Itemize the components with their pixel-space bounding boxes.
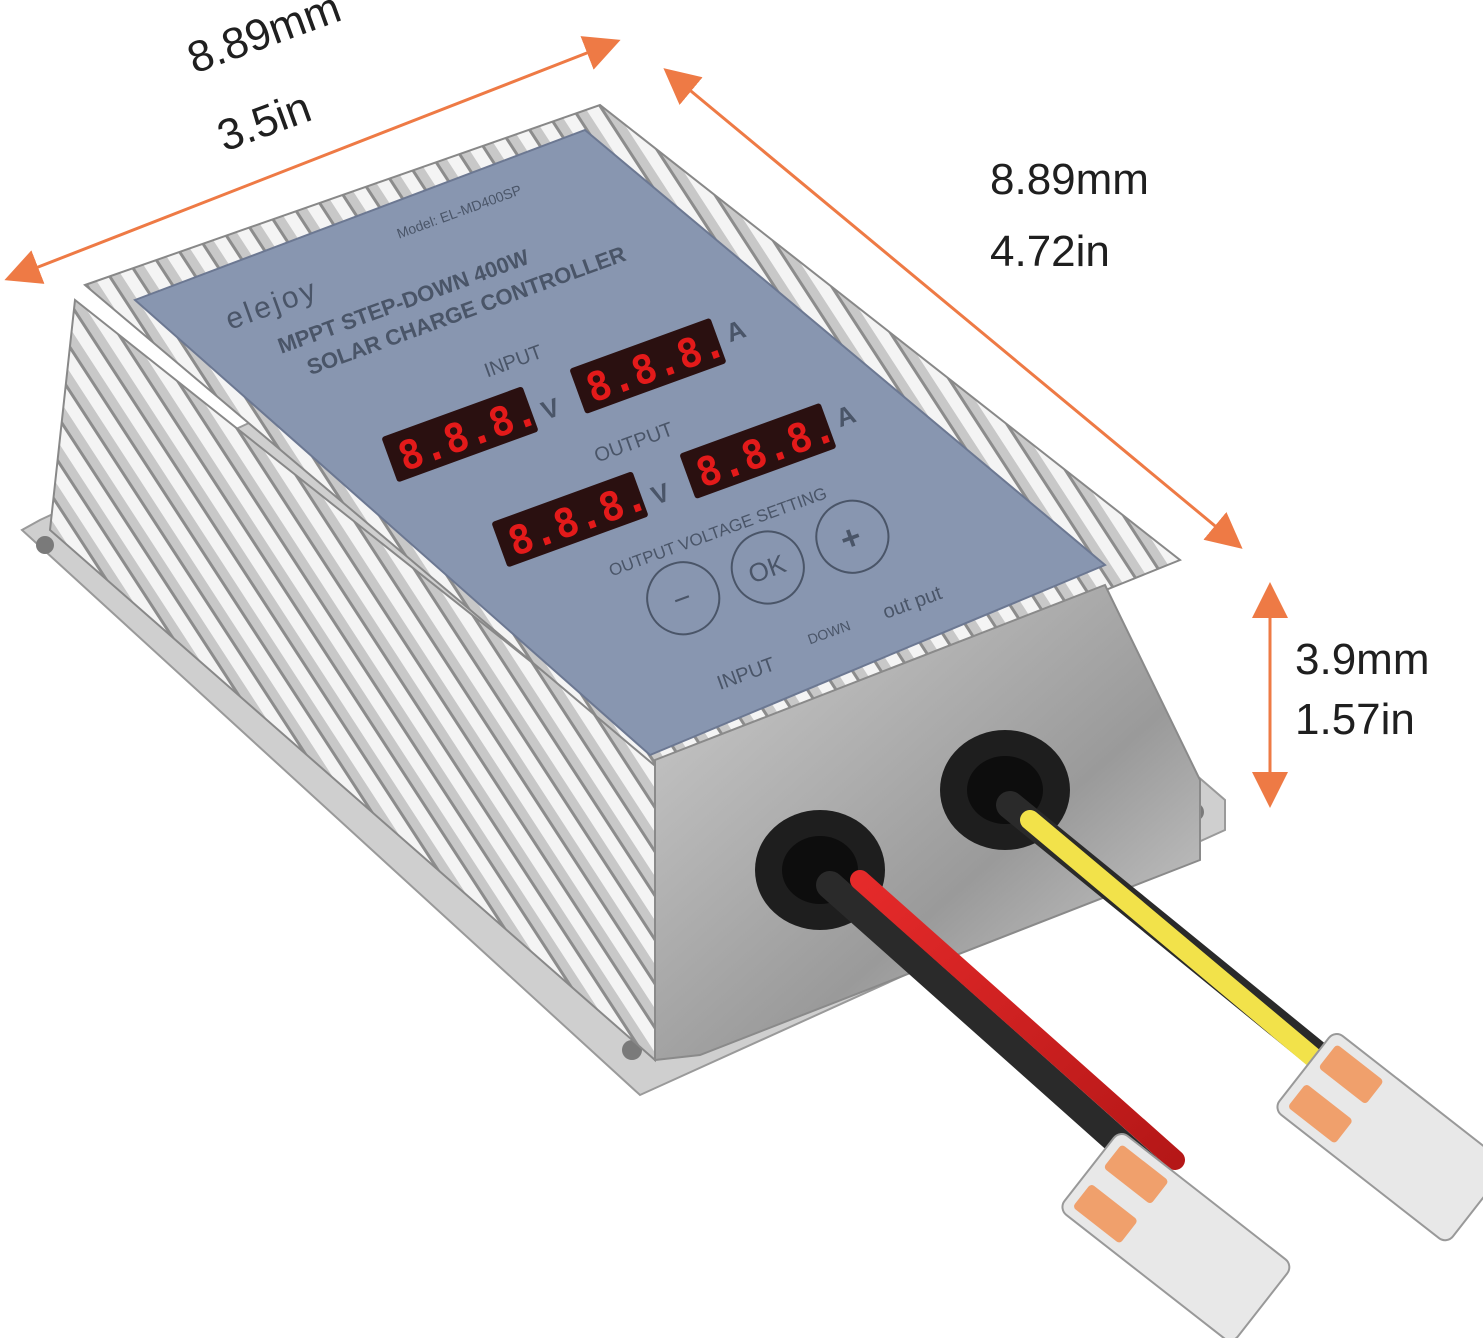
mount-hole [36,536,54,554]
front-face [654,583,1201,1062]
output-wire-connector [1276,1033,1483,1242]
input-wire-black [816,871,1164,1184]
width-mm-label: 8.89mm [990,155,1149,204]
width-dimension-arrow [663,68,1243,549]
output-wire-yellow [1020,810,1350,1090]
length-dimension-arrow [4,36,621,284]
height-in-label: 1.57in [1295,695,1415,744]
input-wire-red [850,870,1185,1170]
height-mm-label: 3.9mm [1295,635,1430,684]
input-wire-connector [1061,1133,1291,1342]
minus-button [646,561,721,636]
width-in-label: 4.72in [990,227,1110,276]
